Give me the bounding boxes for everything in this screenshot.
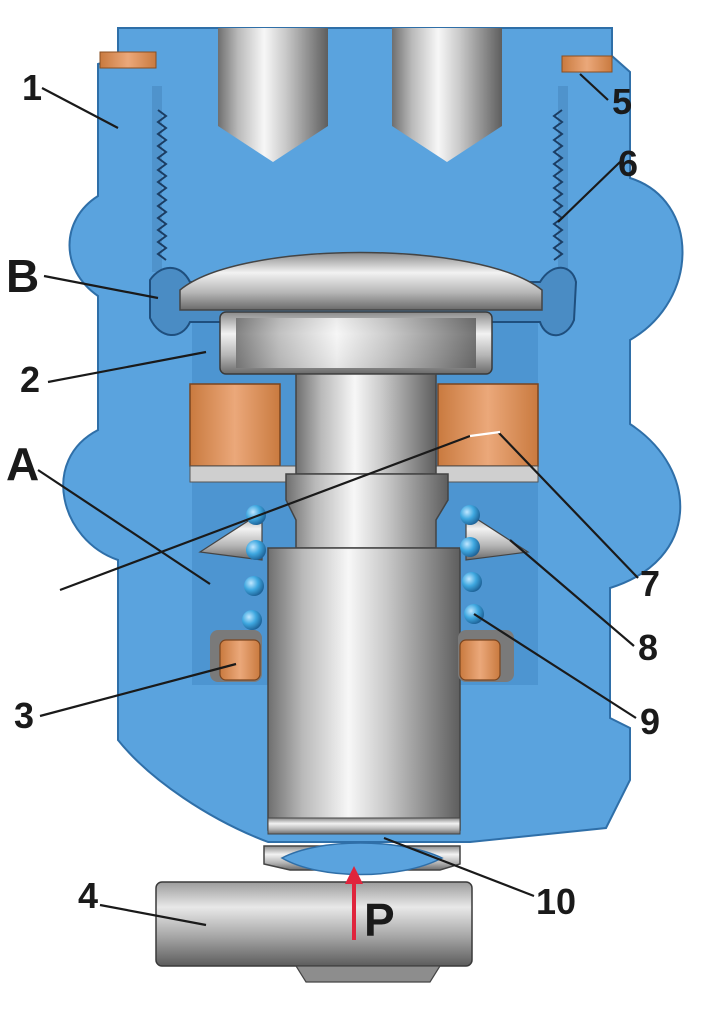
top-bore-right (392, 28, 502, 162)
labels: 1 5 6 B 2 A 7 8 3 9 4 10 P (6, 67, 660, 946)
top-bore-left (218, 28, 328, 162)
plunger-head (219, 311, 493, 375)
label-8: 8 (638, 627, 658, 668)
right-thread (552, 109, 564, 261)
label-9: 9 (640, 701, 660, 742)
plunger-stem (267, 373, 461, 835)
label-P: P (364, 894, 395, 946)
top-gasket-left (99, 51, 157, 69)
label-6: 6 (618, 143, 638, 184)
label-3: 3 (14, 695, 34, 736)
label-5: 5 (612, 81, 632, 122)
label-A: A (6, 438, 39, 490)
follower-cap (263, 842, 461, 876)
copper-blocks (189, 383, 539, 467)
seal-rings (210, 630, 514, 682)
camshaft (155, 881, 473, 983)
label-B: B (6, 250, 39, 302)
label-4: 4 (78, 875, 98, 916)
label-7: 7 (640, 563, 660, 604)
label-1: 1 (22, 67, 42, 108)
force-arrow-icon (345, 866, 363, 940)
leader-lines (37, 73, 639, 927)
top-gasket-right (561, 55, 613, 73)
left-thread (156, 109, 168, 261)
label-10: 10 (536, 881, 576, 922)
threaded-plug (152, 86, 568, 272)
spring-coils (242, 505, 484, 630)
label-2: 2 (20, 359, 40, 400)
